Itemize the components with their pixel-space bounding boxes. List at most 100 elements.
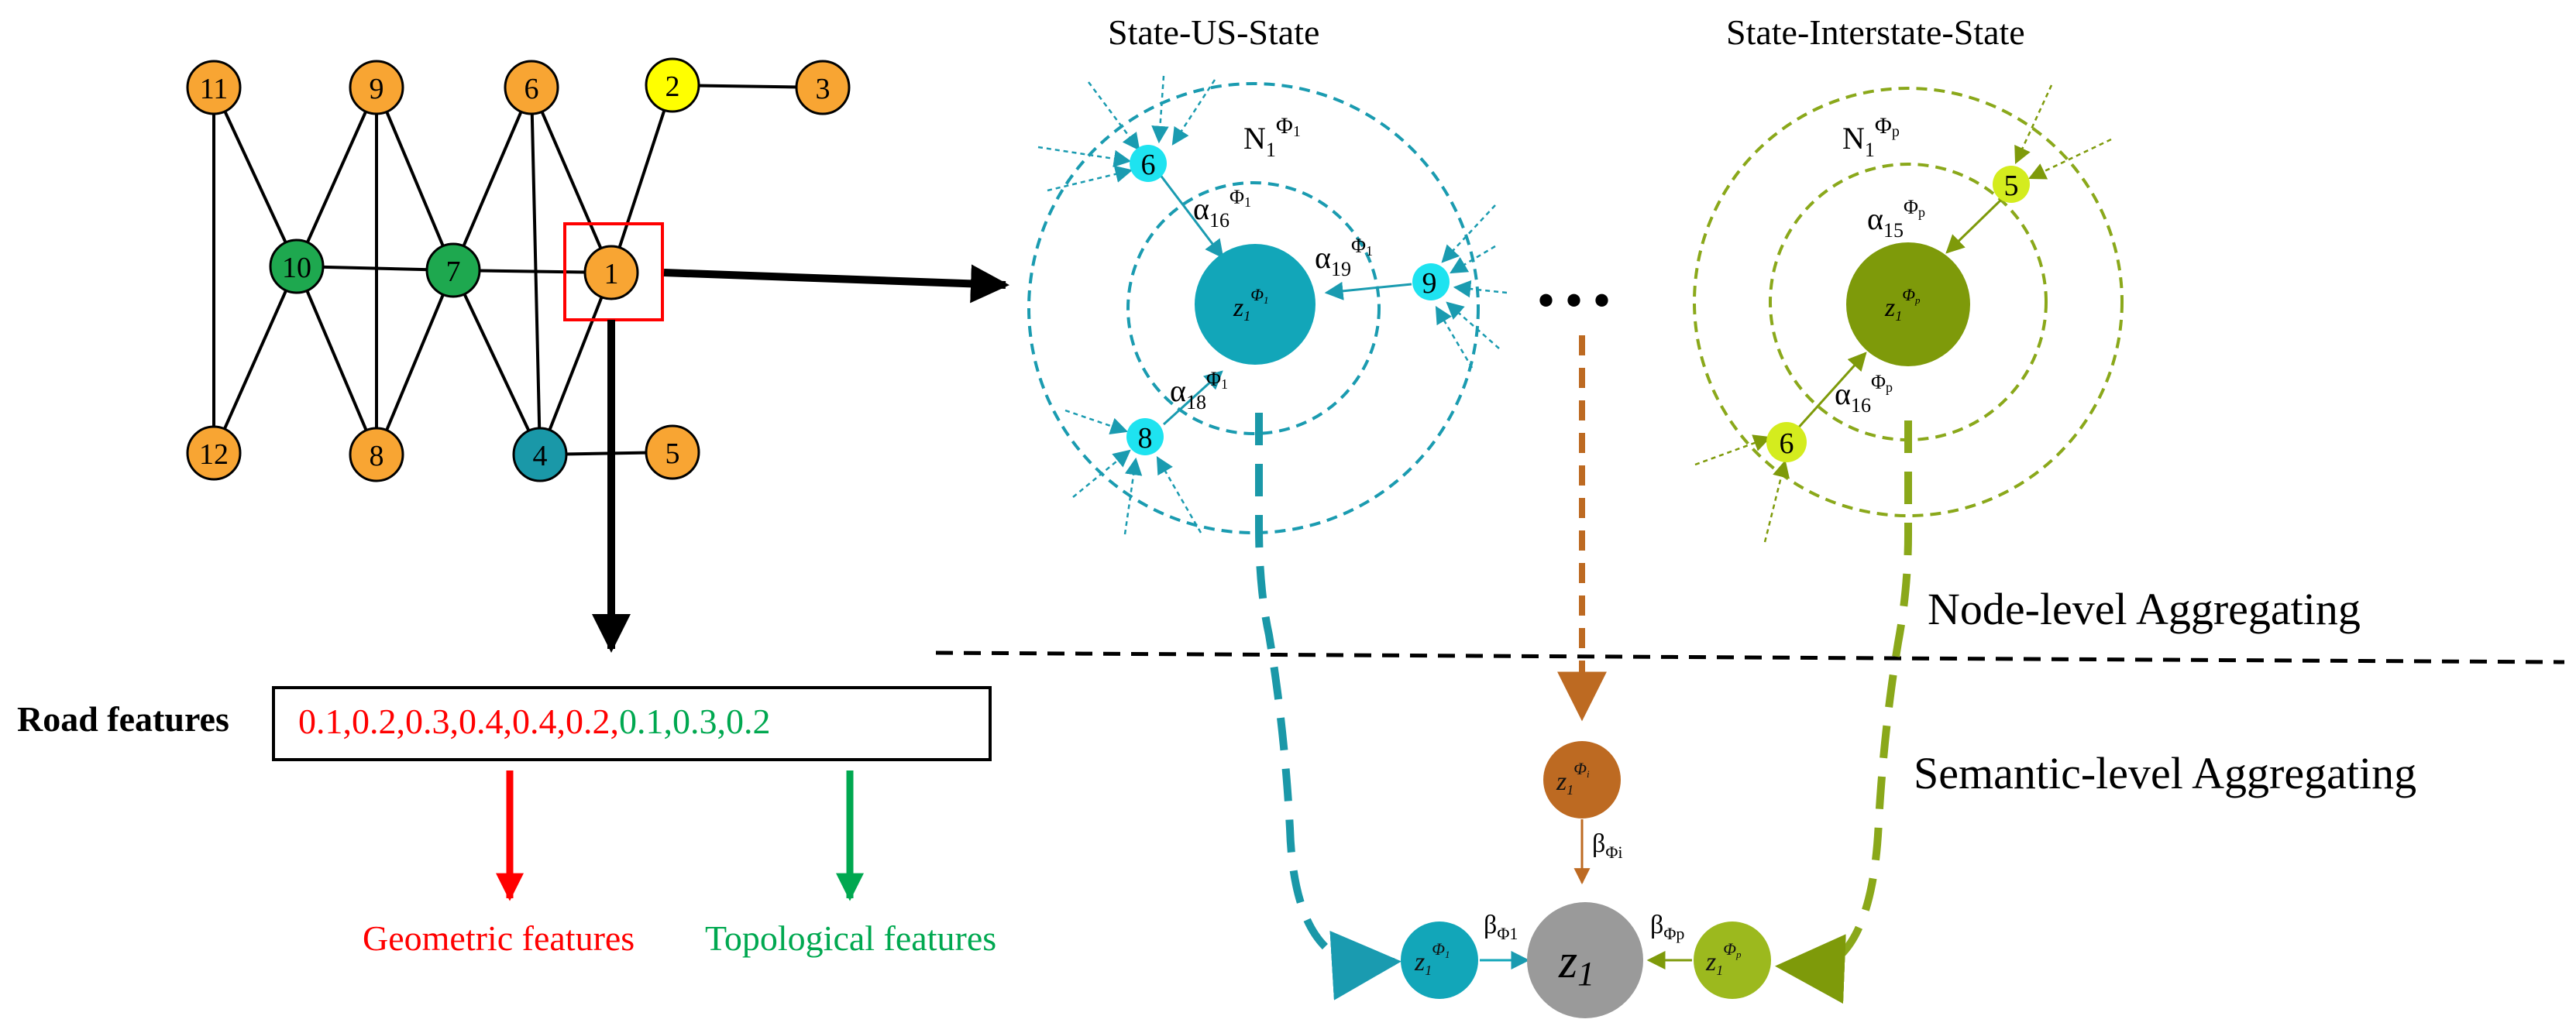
left-z1-node (1195, 244, 1316, 365)
arrow-to-meta-paths (663, 264, 1009, 304)
graph-edge-6-4 (530, 87, 542, 455)
beta-p-label: βΦp (1650, 911, 1684, 943)
left-outer-neighborhood (1027, 82, 1480, 534)
graph-node-1: 1 (583, 245, 639, 300)
geometric-features-label: Geometric features (363, 918, 635, 958)
right-to-semantic-connector (1775, 420, 1912, 1004)
graph-edge-10-12 (212, 266, 298, 454)
semantic-zphi-p-node (1694, 921, 1771, 999)
graph-edge-7-8 (375, 269, 455, 455)
semantic-zphi-i-node (1543, 741, 1621, 819)
right-neighbor-6 (1766, 422, 1807, 462)
left-neighbor-6-label: 6 (1141, 149, 1156, 181)
right-neighbor-5 (1993, 166, 2030, 203)
graph-node-5: 5 (645, 424, 700, 480)
graph-node-3: 3 (795, 60, 851, 115)
semantic-level-label: Semantic-level Aggregating (1914, 748, 2416, 798)
alpha16p-label: α16Φp (1835, 371, 1893, 417)
alpha18-label: α18Φ1 (1170, 368, 1228, 414)
graph-edge-11-10 (212, 87, 298, 267)
alpha16-arrow (1158, 173, 1224, 259)
graph-node-label: 5 (665, 438, 680, 470)
alpha15-label: α15Φp (1867, 196, 1925, 242)
graph-node-circle (645, 424, 700, 480)
graph-node-label: 11 (200, 73, 229, 105)
left-node8-incoming (1064, 409, 1202, 535)
alpha18-arrow (1162, 370, 1223, 426)
graph-node-11: 11 (186, 60, 242, 115)
graph-edge-7-6 (452, 87, 533, 271)
graph-node-circle (512, 427, 568, 482)
left-meta-path-title: State-US-State (1108, 12, 1319, 52)
beta-1-label: βΦ1 (1484, 911, 1518, 943)
graph-node-circle (349, 60, 404, 115)
graph-node-label: 6 (524, 73, 539, 105)
right-z1-node (1846, 242, 1970, 366)
alpha19-arrow (1324, 281, 1412, 300)
right-neighbor-6-label: 6 (1780, 427, 1794, 460)
graph-node-circle (269, 239, 325, 294)
graph-node-6: 6 (504, 60, 559, 115)
graph-node-7: 7 (425, 242, 481, 298)
right-neighborhood-label: N1Φp (1842, 113, 1900, 161)
right-neighbor-5-label: 5 (2004, 170, 2019, 202)
graph-node-label: 1 (604, 258, 619, 290)
graph-node-2: 2 (645, 57, 700, 113)
graph-node-label: 8 (370, 440, 384, 472)
graph-nodes: 11 9 6 2 3 10 7 1 12 8 4 5 (186, 57, 851, 482)
right-meta-path-title: State-Interstate-State (1726, 12, 2025, 52)
right-incoming (1694, 84, 2112, 543)
left-inner-neighborhood (1126, 181, 1381, 435)
graph-node-label: 4 (533, 440, 548, 472)
graph-node-12: 12 (186, 425, 242, 481)
graph-node-label: 2 (665, 70, 680, 103)
left-node6-incoming (1037, 75, 1216, 192)
left-neighbor-8 (1126, 418, 1164, 455)
graph-edge-7-4 (452, 269, 542, 455)
graph-node-label: 12 (199, 438, 229, 471)
graph-edge-1-2 (610, 84, 674, 273)
geometric-values: 0.1,0.2,0.3,0.4,0.4,0.2, (298, 702, 619, 741)
node-level-label: Node-level Aggregating (1928, 584, 2361, 634)
graph-edge-10-9 (295, 87, 378, 267)
topological-values: 0.1,0.3,0.2 (619, 702, 771, 741)
road-features-box (272, 686, 992, 761)
graph-node-circle (186, 425, 242, 481)
graph-node-label: 3 (816, 73, 831, 105)
left-to-semantic-connector (1255, 413, 1401, 1000)
left-node9-incoming (1435, 204, 1508, 369)
topological-features-label: Topological features (705, 918, 996, 958)
graph-node-circle (795, 60, 851, 115)
graph-edge-10-8 (295, 266, 378, 455)
left-neighbor-8-label: 8 (1138, 422, 1153, 455)
left-neighbor-9-label: 9 (1422, 267, 1437, 300)
alpha19-label: α19Φ1 (1315, 235, 1373, 280)
graph-node-label: 10 (282, 252, 311, 284)
alpha16-label: α16Φ1 (1193, 186, 1251, 232)
level-divider (935, 650, 2565, 664)
graph-node-circle (186, 60, 242, 115)
graph-node-8: 8 (349, 427, 404, 482)
left-neighborhood-label: N1Φ1 (1243, 113, 1301, 161)
final-z1-node (1527, 902, 1643, 1018)
right-outer-neighborhood (1693, 87, 2124, 517)
graph-node-circle (425, 242, 481, 298)
alpha16p-arrow (1794, 352, 1867, 432)
road-features-values: 0.1,0.2,0.3,0.4,0.4,0.2,0.1,0.3,0.2 (298, 702, 771, 741)
graph-edge-9-7 (375, 87, 455, 271)
graph-edge-1-4 (538, 272, 613, 455)
graph-node-circle (349, 427, 404, 482)
graph-node-10: 10 (269, 239, 325, 294)
left-neighbor-6 (1130, 145, 1167, 182)
graph-edge-6-1 (530, 87, 613, 273)
road-features-label: Road features (17, 699, 229, 739)
graph-node-circle (645, 57, 700, 113)
semantic-zphi-1-node (1401, 921, 1478, 999)
graph-node-label: 9 (370, 73, 384, 105)
graph-node-4: 4 (512, 427, 568, 482)
left-neighbor-9 (1412, 263, 1450, 300)
graph-node-9: 9 (349, 60, 404, 115)
graph-node-label: 7 (446, 256, 461, 288)
